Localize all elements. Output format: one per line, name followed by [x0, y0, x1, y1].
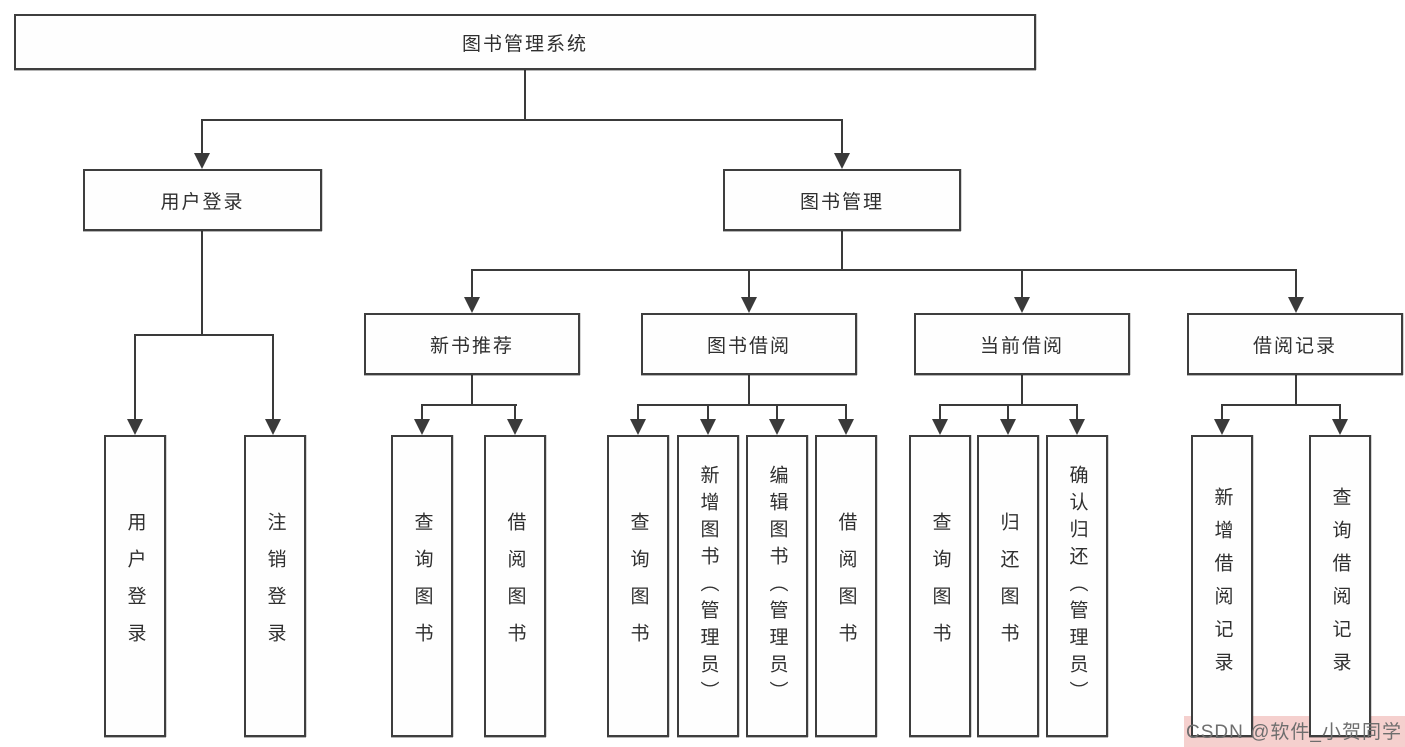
connector-line — [1021, 375, 1023, 406]
connector-line — [201, 119, 843, 121]
leaf-query-books: 查询图书 — [391, 435, 453, 737]
csdn-watermark: CSDN @软件_小贺同学 — [1186, 722, 1402, 743]
arrow-down-icon — [932, 419, 948, 435]
node-label: 新书推荐 — [429, 335, 514, 357]
connector-line — [748, 375, 750, 406]
arrow-down-icon — [414, 419, 430, 435]
connector-line — [514, 404, 516, 422]
node-label: 图书管理系统 — [461, 33, 588, 55]
arrow-down-icon — [1214, 419, 1230, 435]
leaf-label: 注销登录 — [264, 512, 286, 660]
connector-line — [471, 269, 473, 299]
connector-line — [471, 375, 473, 406]
connector-line — [841, 119, 843, 157]
arrow-down-icon — [1000, 419, 1016, 435]
arrow-down-icon — [700, 419, 716, 435]
arrow-down-icon — [741, 297, 757, 313]
connector-line — [1076, 404, 1078, 422]
leaf-query-books-2: 查询图书 — [607, 435, 669, 737]
leaf-add-books-admin: 新增图书（管理员） — [677, 435, 739, 737]
arrow-down-icon — [1069, 419, 1085, 435]
connector-line — [421, 404, 423, 422]
leaf-label: 查询图书 — [627, 512, 649, 660]
arrow-down-icon — [630, 419, 646, 435]
node-label: 借阅记录 — [1252, 335, 1337, 357]
connector-line — [1339, 404, 1341, 422]
node-book-borrowing: 图书借阅 — [641, 313, 857, 375]
node-label: 用户登录 — [160, 191, 245, 213]
node-user-login: 用户登录 — [83, 169, 322, 231]
connector-line — [1295, 269, 1297, 299]
connector-line — [1221, 404, 1223, 422]
leaf-label: 借阅图书 — [504, 512, 526, 660]
connector-line — [637, 404, 639, 422]
arrow-down-icon — [127, 419, 143, 435]
connector-line — [134, 334, 136, 422]
node-library-management-system: 图书管理系统 — [14, 14, 1036, 70]
arrow-down-icon — [834, 153, 850, 169]
connector-line — [845, 404, 847, 422]
arrow-down-icon — [265, 419, 281, 435]
connector-line — [748, 269, 750, 299]
connector-line — [1021, 269, 1023, 299]
connector-line — [707, 404, 709, 422]
arrow-down-icon — [194, 153, 210, 169]
leaf-label: 新增图书（管理员） — [697, 464, 719, 708]
connector-line — [134, 334, 274, 336]
node-label: 图书借阅 — [706, 335, 791, 357]
connector-line — [421, 404, 517, 406]
connector-line — [201, 231, 203, 336]
connector-line — [939, 404, 941, 422]
connector-line — [201, 119, 203, 157]
arrow-down-icon — [507, 419, 523, 435]
leaf-label: 借阅图书 — [835, 512, 857, 660]
leaf-label: 新增借阅记录 — [1211, 487, 1233, 685]
leaf-query-borrow-record: 查询借阅记录 — [1309, 435, 1371, 737]
arrow-down-icon — [464, 297, 480, 313]
connector-line — [776, 404, 778, 422]
leaf-logout: 注销登录 — [244, 435, 306, 737]
leaf-edit-books-admin: 编辑图书（管理员） — [746, 435, 808, 737]
arrow-down-icon — [838, 419, 854, 435]
connector-line — [1295, 375, 1297, 406]
connector-line — [637, 404, 847, 406]
node-book-management: 图书管理 — [723, 169, 961, 231]
leaf-user-login: 用户登录 — [104, 435, 166, 737]
arrow-down-icon — [1332, 419, 1348, 435]
connector-line — [272, 334, 274, 422]
leaf-borrow-books-2: 借阅图书 — [815, 435, 877, 737]
leaf-query-books-3: 查询图书 — [909, 435, 971, 737]
arrow-down-icon — [1288, 297, 1304, 313]
connector-line — [471, 269, 1297, 271]
leaf-label: 用户登录 — [124, 512, 146, 660]
connector-line — [524, 70, 526, 120]
leaf-label: 编辑图书（管理员） — [766, 464, 788, 708]
leaf-label: 确认归还（管理员） — [1066, 464, 1088, 708]
leaf-borrow-books: 借阅图书 — [484, 435, 546, 737]
connector-line — [1007, 404, 1009, 422]
arrow-down-icon — [769, 419, 785, 435]
node-label: 当前借阅 — [979, 335, 1064, 357]
node-new-book-recommendation: 新书推荐 — [364, 313, 580, 375]
leaf-label: 查询借阅记录 — [1329, 487, 1351, 685]
node-label: 图书管理 — [799, 191, 884, 213]
leaf-label: 归还图书 — [997, 512, 1019, 660]
connector-line — [841, 231, 843, 271]
connector-line — [1221, 404, 1341, 406]
node-current-borrowing: 当前借阅 — [914, 313, 1130, 375]
leaf-label: 查询图书 — [929, 512, 951, 660]
leaf-add-borrow-record: 新增借阅记录 — [1191, 435, 1253, 737]
node-borrowing-records: 借阅记录 — [1187, 313, 1403, 375]
leaf-confirm-return-admin: 确认归还（管理员） — [1046, 435, 1108, 737]
leaf-return-books: 归还图书 — [977, 435, 1039, 737]
leaf-label: 查询图书 — [411, 512, 433, 660]
arrow-down-icon — [1014, 297, 1030, 313]
